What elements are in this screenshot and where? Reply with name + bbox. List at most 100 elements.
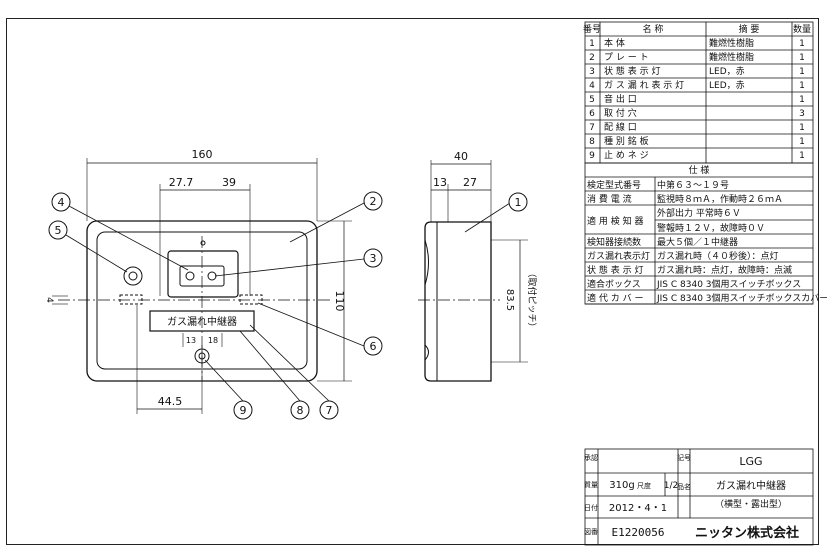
leader-9 [204,359,244,402]
spec-row-value: 監視時８ｍＡ，作動時２６ｍＡ [657,193,783,205]
mount-hole-left [119,294,143,305]
parts-row-qty: 1 [799,39,805,49]
led-inner [179,265,225,287]
title-block-text: 承認 記号 LGG 質量 310g 尺度 1/2 品名 ガス漏れ中継器 （横型・… [584,453,799,541]
leader-3 [214,258,365,277]
spec-row-label: 適 用 検 知 器 [587,215,643,227]
callout-3: 3 [363,248,383,268]
status-lamp [207,271,217,281]
spec-row-value: 中第６３～１９号 [657,179,729,191]
dim-depth: 40 [454,150,468,163]
mount-hole-right [239,294,263,305]
callout-9: 9 [233,400,253,420]
title-block [584,448,814,546]
spec-row-value: JIS C 8340 3個用スイッチボックスカバー [656,292,827,304]
leader-8 [239,330,301,402]
product-type: （横型・露出型） [715,498,787,510]
dim-left-hole: 44.5 [158,395,183,408]
callouts [65,202,511,402]
dim-hole-h: 4 [44,297,54,303]
drawing-frame [6,18,819,545]
parts-row-no: 7 [589,123,595,133]
spec-table [584,162,814,305]
spec-row-label: 検定型式番号 [587,179,641,191]
spec-row-value: 外部出力 平常時６Ｖ [657,207,741,219]
callout-5: 5 [48,220,68,240]
spec-row-label: 状 態 表 示 灯 [587,264,643,276]
parts-row-no: 8 [589,137,595,147]
parts-row-name: 本 体 [604,37,625,49]
spec-row-label: ガス漏れ表示灯 [587,250,650,262]
dim-width: 160 [192,148,213,161]
spec-row-label: 適合ボックス [587,278,641,290]
side-detail [424,344,429,361]
spec-row-label: 検知器接続数 [587,236,641,248]
dim-small2: 18 [208,336,218,345]
callout-2: 2 [363,191,383,211]
parts-row-qty: 1 [799,53,805,63]
callout-1-text: 1 [515,196,522,209]
leader-4 [68,205,189,271]
callout-8-text: 8 [297,404,304,417]
side-view: 40 13 27 83.5 （取付ピッチ） [418,150,537,382]
spec-row-value: JIS C 8340 3個用スイッチボックス [656,278,801,290]
parts-row-note: 難燃性樹脂 [709,37,754,49]
parts-row-name: 取 付 穴 [604,107,637,119]
callout-6: 6 [363,336,383,356]
drawing-no-label: 図番 [584,528,598,536]
spec-header: 仕 様 [689,164,710,176]
parts-header-note: 摘 要 [739,23,760,35]
parts-row-no: 9 [589,151,595,161]
led-window [167,250,239,298]
parts-row-no: 4 [589,81,595,91]
parts-row-name: 止 め ネ ジ [604,149,649,161]
company-name: ニッタン株式会社 [695,525,799,541]
parts-row-qty: 1 [799,151,805,161]
callout-1: 1 [508,192,528,212]
callout-4: 4 [51,192,71,212]
callout-8: 8 [290,400,310,420]
parts-row-qty: 1 [799,67,805,77]
dim-small1: 13 [186,336,196,345]
gas-leak-lamp [185,271,195,281]
parts-row-no: 3 [589,67,595,77]
top-marker [200,240,206,246]
parts-row-name: 音 出 口 [604,93,637,105]
product-label: 品名 [677,482,691,491]
date-label: 日付 [584,503,598,512]
label-plate [149,310,255,332]
product-name: ガス漏れ中継器 [716,479,786,492]
parts-row-note: LED，赤 [709,80,745,91]
parts-header-qty: 数量 [793,23,811,35]
dim-d2: 39 [222,176,236,189]
symbol-value: LGG [739,455,762,468]
dim-side-d2: 27 [463,176,477,189]
side-body-outline [424,221,492,382]
parts-row-no: 1 [589,39,595,49]
spec-row-label: 消 費 電 流 [587,193,632,205]
leader-5 [65,234,128,273]
leader-1 [464,202,511,233]
mass-value: 310g [609,480,634,491]
parts-row-name: プ レ ー ト [604,52,649,63]
front-view: ガス漏れ中継器 160 27.7 39 110 44.5 13 18 4 [44,148,352,414]
symbol-label: 記号 [677,453,691,462]
parts-row-name: 状 態 表 示 灯 [604,65,660,77]
parts-row-qty: 1 [799,137,805,147]
callout-6-text: 6 [370,340,377,353]
leader-2 [289,202,365,243]
dim-pitch-note: （取付ピッチ） [526,268,537,331]
parts-row-no: 6 [589,109,595,119]
scale-label: 尺度 [637,481,651,490]
spec-row-value2: 警報時１２Ｖ，故障時０Ｖ [657,222,765,234]
callout-bubbles: 1 2 3 4 5 6 7 8 9 [48,191,528,420]
callout-7-text: 7 [326,404,333,417]
parts-header-name: 名 称 [643,23,664,35]
spec-row-label: 適 代 カ バ ー [587,292,643,304]
parts-row-qty: 1 [799,123,805,133]
spec-row-value: ガス漏れ時（４０秒後）：点灯 [657,250,779,262]
leader-7 [249,324,330,402]
dim-side-d1: 13 [433,176,447,189]
